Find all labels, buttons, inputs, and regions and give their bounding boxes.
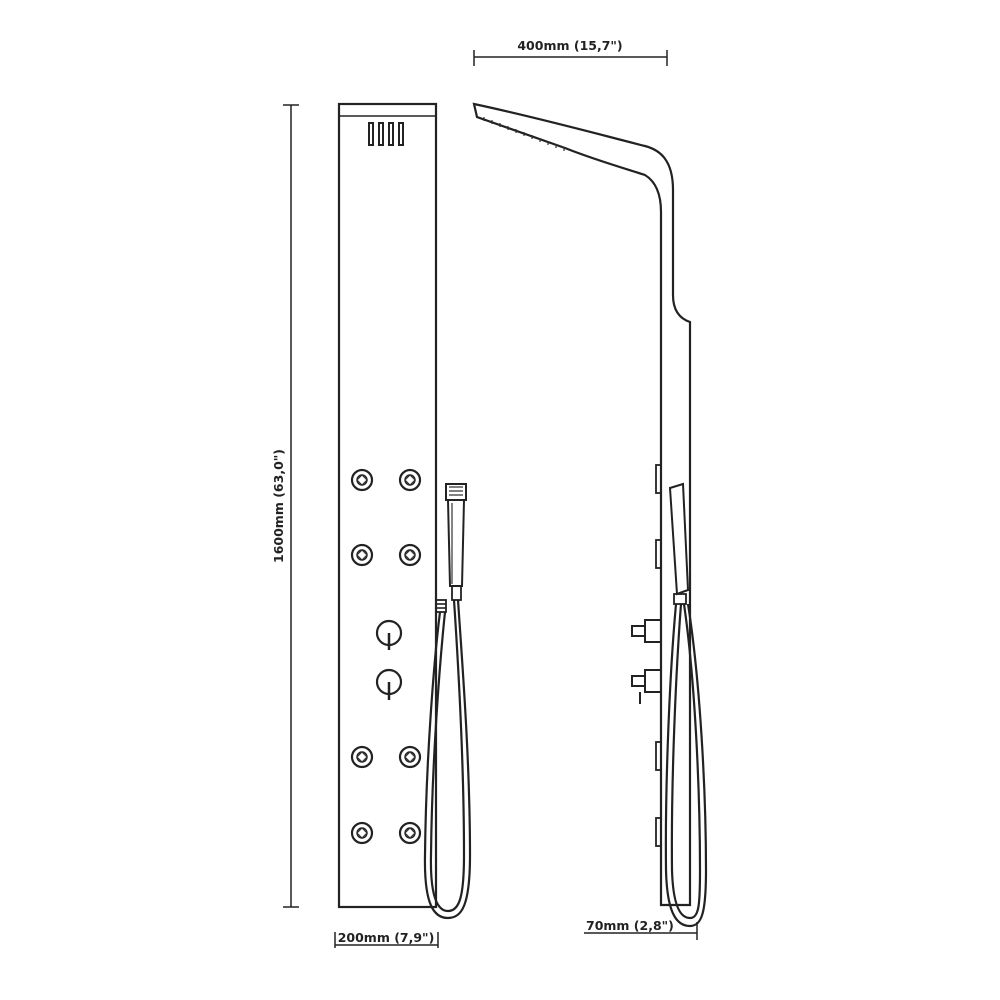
- body-jet: [398, 821, 422, 845]
- shower-hose-front: [423, 599, 472, 920]
- body-jet: [398, 543, 422, 567]
- hose-connector-front: [435, 599, 447, 613]
- body-jet: [398, 468, 422, 492]
- body-jet: [350, 745, 374, 769]
- hand-shower-side: [668, 482, 690, 605]
- front-view: [337, 102, 472, 920]
- side-body-jet: [655, 539, 662, 569]
- body-jet: [350, 468, 374, 492]
- rain-head-nozzles: [483, 117, 565, 151]
- side-panel-body: [472, 102, 692, 907]
- front-width-dimension: 200mm (7,9"): [334, 930, 439, 948]
- head-reach-dimension: 400mm (15,7"): [473, 38, 668, 66]
- head-reach-label: 400mm (15,7"): [517, 38, 622, 53]
- side-mixer-knob: [631, 619, 662, 643]
- height-dimension-label: 1600mm (63,0"): [271, 449, 286, 563]
- side-body-jet: [655, 464, 662, 494]
- side-depth-dimension: 70mm (2,8"): [584, 918, 698, 940]
- mixer-knob: [375, 668, 403, 700]
- side-body-jet: [655, 817, 662, 847]
- side-body-jet: [655, 741, 662, 771]
- body-jet: [350, 543, 374, 567]
- side-mixer-knob: [631, 669, 662, 704]
- front-panel-body: [337, 102, 438, 909]
- body-jet: [350, 821, 374, 845]
- hand-shower-front: [445, 483, 467, 601]
- mixer-knob: [375, 619, 403, 650]
- side-depth-label: 70mm (2,8"): [586, 918, 674, 933]
- shower-hose-side: [664, 603, 708, 928]
- body-jet: [398, 745, 422, 769]
- front-width-label: 200mm (7,9"): [338, 930, 435, 945]
- side-view: [472, 102, 708, 928]
- height-dimension: 1600mm (63,0"): [271, 104, 299, 908]
- overhead-vent-slots: [368, 122, 404, 146]
